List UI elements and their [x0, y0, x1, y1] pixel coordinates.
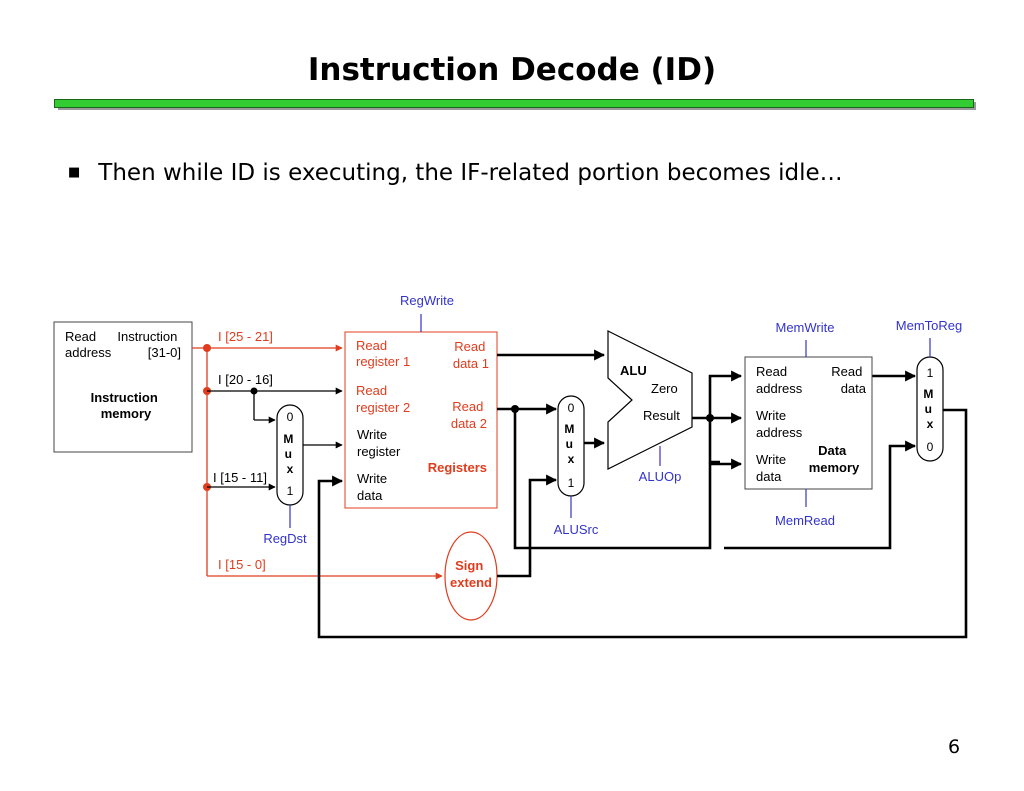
regdst-control-label: RegDst [263, 531, 307, 546]
dm-read-data-label: Read data [831, 364, 866, 396]
memtoreg-control-label: MemToReg [896, 318, 962, 333]
memwrite-control-label: MemWrite [776, 320, 835, 335]
im-name-label: Instruction memory [91, 390, 162, 421]
page-title: Instruction Decode (ID) [307, 52, 717, 88]
regdst-mux-input-0: 0 [287, 410, 294, 424]
square-bullet-icon: ■ [68, 165, 81, 180]
reg-read-data-2-label: Read data 2 [451, 399, 487, 431]
page-number: 6 [948, 736, 961, 758]
reg-read-register-1-label: Read register 1 [356, 338, 410, 369]
alusrc-mux-label: M u x [564, 422, 577, 466]
alu-unit [607, 330, 693, 470]
reg-write-register-label: Write register [357, 427, 401, 459]
regwrite-control-label: RegWrite [400, 293, 454, 308]
junction-dot [250, 387, 258, 395]
rt-rd-paths [207, 387, 343, 491]
dm-read-address-label: Read address [756, 364, 803, 396]
alusrc-control-label: ALUSrc [554, 522, 599, 537]
field-rd-label: I [15 - 11] [213, 470, 267, 485]
memtoreg-mux-label: M u x [923, 387, 936, 431]
reg-write-data-label: Write data [357, 471, 391, 503]
memtoreg-mux-input-0: 0 [927, 440, 934, 454]
im-instruction-label: Instruction [31-0] [117, 329, 181, 360]
instruction-memory-box [53, 321, 193, 453]
instruction-field-paths [192, 344, 443, 580]
dm-name-label: Data memory [809, 443, 860, 475]
reg-read-register-2-label: Read register 2 [356, 383, 410, 415]
field-rs-label: I [25 - 21] [218, 329, 273, 344]
dm-write-data-label: Write data [756, 452, 790, 484]
im-read-address-label: Read address [65, 329, 112, 360]
field-rt-label: I [20 - 16] [218, 372, 273, 387]
memread-control-label: MemRead [775, 513, 835, 528]
alu-result-label: Result [643, 408, 680, 423]
bullet-item: ■ Then while ID is executing, the IF-rela… [68, 160, 843, 186]
alusrc-mux-input-1: 1 [568, 476, 575, 490]
field-imm-label: I [15 - 0] [218, 557, 266, 572]
reg-read-data-1-label: Read data 1 [453, 339, 489, 371]
dm-write-address-label: Write address [756, 408, 803, 440]
regdst-mux-input-1: 1 [287, 484, 294, 498]
alusrc-mux-input-0: 0 [568, 401, 575, 415]
alu-zero-label: Zero [651, 381, 678, 396]
bullet-text: Then while ID is executing, the IF-relat… [98, 160, 843, 186]
alu-name-label: ALU [620, 363, 647, 378]
junction-dot [511, 405, 519, 413]
regdst-mux-label: M u x [283, 432, 296, 476]
junction-dot [203, 344, 211, 352]
title-underline [54, 99, 974, 108]
sign-extend-label: Sign extend [450, 558, 492, 590]
registers-name-label: Registers [428, 460, 487, 475]
junction-dot [706, 414, 714, 422]
datapath-wires [317, 349, 968, 639]
register-file-box [344, 331, 498, 509]
aluop-control-label: ALUOp [639, 469, 682, 484]
data-memory-box [744, 356, 873, 490]
memtoreg-mux-input-1: 1 [927, 366, 934, 380]
